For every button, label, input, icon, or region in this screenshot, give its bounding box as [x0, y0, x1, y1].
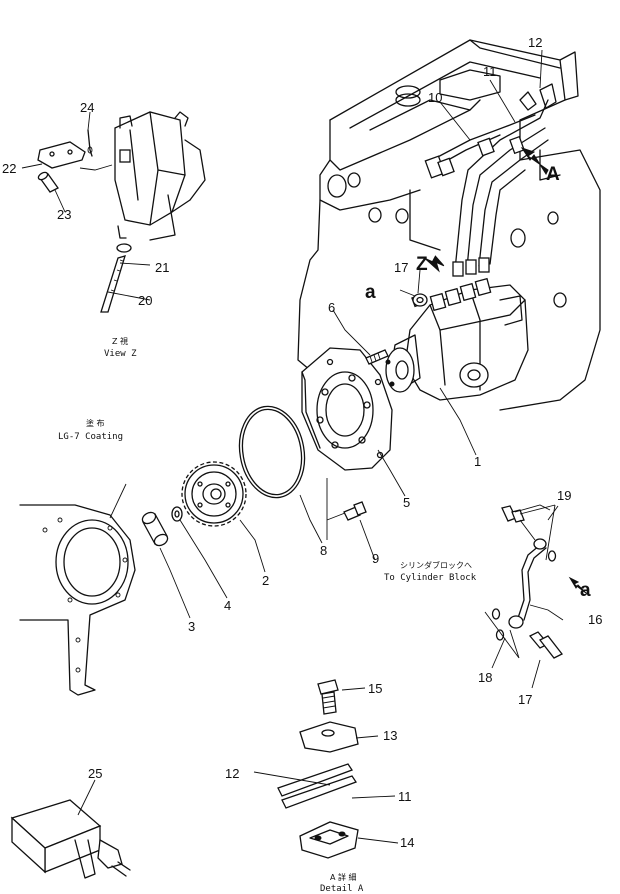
callout-9: 9 — [372, 551, 379, 566]
callout-16: 16 — [588, 612, 602, 627]
callout-6: 6 — [328, 300, 335, 315]
caption-detail-a-jp: A 詳 細 — [330, 872, 357, 882]
callout-19: 19 — [557, 488, 571, 503]
callout-12: 12 — [528, 35, 542, 50]
callout-5: 5 — [403, 495, 410, 510]
reference-a-pipe: a — [580, 580, 591, 601]
nut-17 — [412, 293, 428, 307]
injection-pipes — [424, 83, 557, 271]
callout-3: 3 — [188, 619, 195, 634]
cover-gasket — [19, 504, 136, 696]
callout-25: 25 — [88, 766, 102, 781]
flange-bolt — [343, 501, 367, 521]
stud-bolt — [365, 349, 389, 365]
pump-flange — [301, 347, 393, 471]
callout-11: 11 — [483, 64, 497, 79]
reference-a-pump: a — [365, 282, 376, 303]
view-z-detail — [37, 111, 206, 313]
callout-8: 8 — [320, 543, 327, 558]
caption-cylinder-jp: シリンダブロックへ — [400, 560, 472, 570]
caption-view-z-jp: Z 視 — [112, 337, 128, 346]
leader-lines — [21, 49, 564, 844]
tool-25 — [10, 799, 131, 879]
callout-13: 13 — [383, 728, 397, 743]
callout-10: 10 — [428, 90, 442, 105]
callout-2: 2 — [262, 573, 269, 588]
callout-17-top: 17 — [394, 260, 408, 275]
callout-23: 23 — [57, 207, 71, 222]
o-ring — [238, 405, 306, 499]
callout-21: 21 — [155, 260, 169, 275]
callout-11-detail: 11 — [398, 789, 412, 804]
return-pipe — [491, 504, 563, 659]
o-ring-inner — [241, 408, 303, 496]
drive-gear — [181, 461, 247, 527]
callout-20: 20 — [138, 293, 152, 308]
caption-view-z: View Z — [104, 349, 137, 359]
callout-22: 22 — [2, 161, 16, 176]
callout-17: 17 — [518, 692, 532, 707]
callout-18: 18 — [478, 670, 492, 685]
reference-A: A — [546, 164, 560, 185]
callout-14: 14 — [400, 835, 414, 850]
collar — [141, 511, 169, 547]
injection-pump — [385, 257, 529, 401]
detail-a — [277, 679, 359, 859]
callout-24: 24 — [80, 100, 94, 115]
reference-z: Z — [416, 254, 428, 275]
callout-1: 1 — [474, 454, 481, 469]
caption-cylinder: To Cylinder Block — [384, 573, 477, 583]
caption-detail-a: Detail A — [320, 884, 364, 894]
callout-12-detail: 12 — [225, 766, 239, 781]
caption-coating: LG-7 Coating — [58, 432, 123, 442]
direction-arrows — [424, 147, 587, 594]
washer — [171, 506, 183, 522]
callout-15: 15 — [368, 681, 382, 696]
caption-coating-jp: 塗 布 — [86, 418, 105, 428]
engine-block — [297, 39, 601, 411]
callout-4: 4 — [224, 598, 231, 613]
